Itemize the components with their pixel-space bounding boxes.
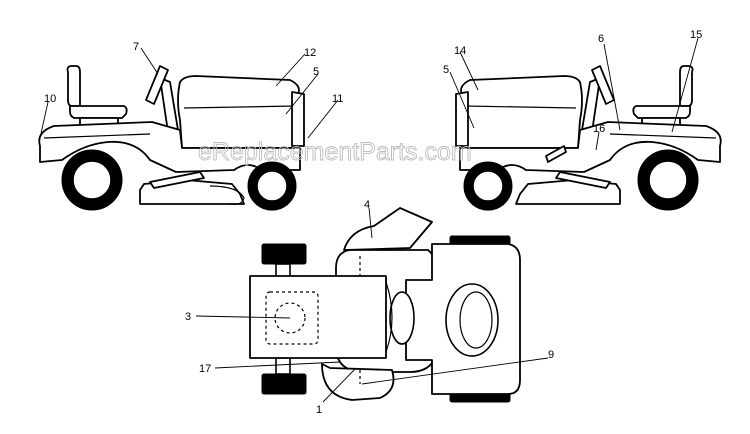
callout-4: 4 [364, 199, 370, 211]
callout-11: 11 [332, 93, 343, 105]
callout-16: 16 [593, 123, 605, 135]
callout-7: 7 [133, 41, 139, 53]
mower-top-view [249, 207, 521, 403]
front-right-tire [261, 373, 307, 395]
callout-10: 9 [548, 349, 554, 361]
callout-3: 3 [185, 311, 191, 323]
deck-link [149, 171, 205, 189]
mower-left-side-view [38, 65, 305, 211]
seat-cushion [69, 105, 128, 119]
steering-wheel [145, 65, 169, 105]
fender-line [43, 133, 151, 139]
callout-5-left: 5 [313, 66, 319, 78]
leader-lines [39, 37, 699, 403]
hood-decal-area [265, 291, 319, 345]
callout-5-right: 5 [443, 64, 449, 76]
mower-right-side-view [455, 65, 722, 211]
hood [177, 75, 301, 149]
deck-front-bump [321, 363, 395, 401]
callout-15: 15 [690, 29, 702, 41]
callout-6: 6 [598, 33, 604, 45]
rear-wheel [61, 149, 123, 211]
watermark: eReplacementParts.com [198, 138, 472, 166]
seat-top [445, 283, 499, 357]
hood-crease [183, 105, 297, 109]
hood-top [249, 275, 387, 359]
callout-12: 12 [304, 47, 316, 59]
steering-column [159, 77, 179, 133]
callout-14: 14 [454, 45, 466, 57]
front-left-tire [261, 243, 307, 265]
hood-side-decal-panel [291, 91, 305, 147]
callout-1: 1 [316, 404, 322, 416]
discharge-chute [343, 207, 433, 251]
callout-9: 10 [44, 93, 56, 105]
front-wheel [247, 161, 297, 211]
rear-fender-body [38, 121, 301, 173]
deck-chute [209, 185, 245, 205]
seat-back [66, 65, 81, 107]
callout-17: 17 [199, 363, 211, 375]
